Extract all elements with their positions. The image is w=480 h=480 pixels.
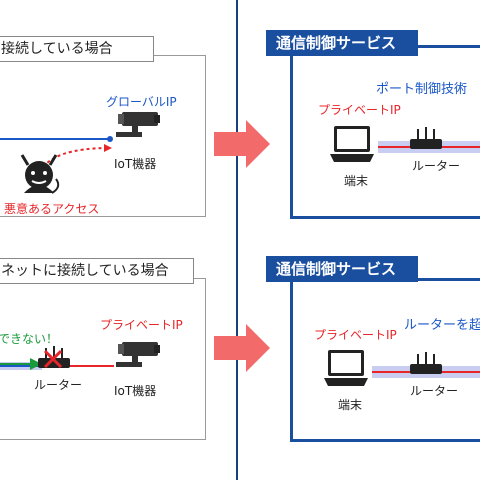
blocked-x-icon xyxy=(43,349,63,369)
right-bottom-panel-title: 通信制御サービス xyxy=(266,256,418,282)
left-bottom-private-ip-label: プライベートIP xyxy=(100,318,183,332)
laptop-icon xyxy=(330,126,374,162)
iot-camera-icon-2 xyxy=(116,342,160,367)
right-bottom-router-label: ルーター xyxy=(410,384,459,398)
global-ip-label: グローバルIP xyxy=(106,95,177,109)
left-top-panel-title: 接続している場合 xyxy=(0,36,154,62)
over-router-label: ルーターを超 xyxy=(404,318,480,333)
right-top-router-label: ルーター xyxy=(412,159,461,173)
cannot-connect-label: できない！ xyxy=(0,332,59,346)
right-bottom-private-ip-label: プライベートIP xyxy=(314,328,397,342)
left-bottom-iot-label: IoT機器 xyxy=(114,384,157,398)
right-top-panel-title: 通信制御サービス xyxy=(266,30,418,56)
flow-arrow-top xyxy=(214,120,270,168)
port-control-tech-label: ポート制御技術 xyxy=(376,82,468,97)
right-top-terminal-label: 端末 xyxy=(344,174,369,188)
right-top-router-icon xyxy=(410,127,442,149)
malicious-access-label: 悪意あるアクセス xyxy=(4,202,100,216)
flow-arrow-bottom xyxy=(214,324,270,372)
right-bottom-terminal-label: 端末 xyxy=(338,398,363,412)
right-top-private-ip-label: プライベートIP xyxy=(318,103,401,117)
iot-camera-icon xyxy=(116,112,160,137)
laptop-icon-2 xyxy=(324,350,368,386)
left-bottom-panel-title: ネットに接続している場合 xyxy=(0,258,194,284)
left-bottom-panel xyxy=(0,278,206,440)
center-divider xyxy=(236,0,238,480)
iot-device-label: IoT機器 xyxy=(114,157,157,171)
right-bottom-router-icon xyxy=(410,352,442,374)
devil-icon xyxy=(20,154,60,194)
left-bottom-router-label: ルーター xyxy=(34,378,83,392)
